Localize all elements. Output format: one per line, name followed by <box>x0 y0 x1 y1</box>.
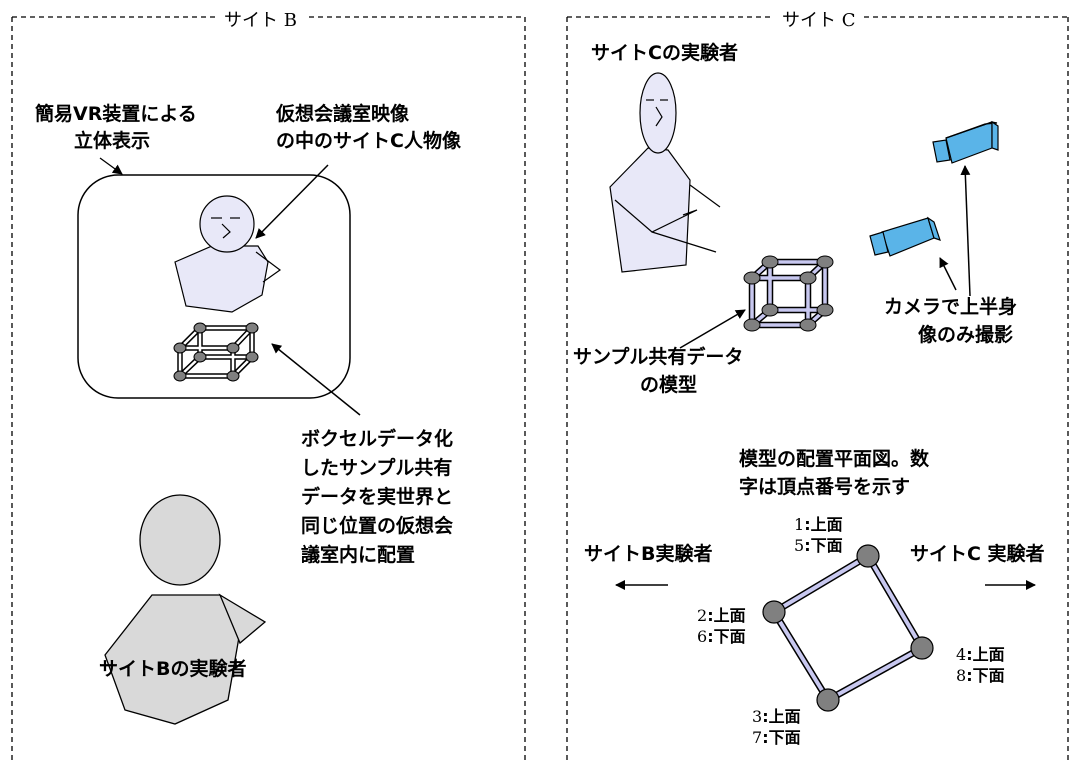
vertex-number: 3 <box>752 707 763 726</box>
vertex-face-bottom: :下面 <box>762 728 801 747</box>
virtual-label-line1: 仮想会議室映像 <box>276 103 410 125</box>
voxel-label-line: したサンプル共有 <box>301 457 453 479</box>
virtual-voxel-cube <box>173 322 259 382</box>
arrow-to-model <box>679 309 746 349</box>
arrow-to-voxel <box>271 343 361 416</box>
vertex-number: 8 <box>956 666 967 685</box>
voxel-label-line: 同じ位置の仮想会 <box>301 515 454 537</box>
physical-model-cube <box>743 255 834 332</box>
model-label-line2: の模型 <box>640 374 698 396</box>
site-b-title: サイト B <box>216 6 305 32</box>
virtual-person-c <box>174 195 282 313</box>
plan-vertex-1 <box>856 544 880 568</box>
camera-label-line1: カメラで上半身 <box>884 296 1018 318</box>
panel-site-c-border <box>566 16 1069 761</box>
right-direction-label: サイトC 実験者 <box>910 543 1045 565</box>
plan-title-line1: 模型の配置平面図。数 <box>739 448 930 470</box>
vr-label-line1: 簡易VR装置による <box>35 103 197 125</box>
plan-vertex-3 <box>816 688 840 712</box>
voxel-label-line: データを実世界と <box>301 486 454 508</box>
vertex-label-2: 2:上面 6:下面 <box>697 605 746 647</box>
voxel-label-line: 議室内に配置 <box>301 544 416 566</box>
vertex-number: 5 <box>794 536 805 555</box>
camera-upper <box>932 120 999 164</box>
vertex-number: 1 <box>794 515 805 534</box>
vertex-number: 6 <box>697 627 708 646</box>
arrow-to-vr-frame <box>99 157 123 175</box>
vertex-number: 7 <box>752 728 763 747</box>
vertex-face-top: :上面 <box>804 515 843 534</box>
site-b-experimenter-label: サイトBの実験者 <box>99 658 247 680</box>
plan-view-square <box>762 544 934 712</box>
left-direction-label: サイトB実験者 <box>584 543 713 565</box>
vertex-label-3: 3:上面 7:下面 <box>752 706 801 748</box>
site-c-experimenter-label: サイトCの実験者 <box>591 42 738 64</box>
vertex-number: 2 <box>697 606 708 625</box>
plan-title-line2: 字は頂点番号を示す <box>739 476 911 498</box>
vertex-face-top: :上面 <box>762 707 801 726</box>
plan-vertex-2 <box>762 600 786 624</box>
camera-lower <box>869 216 941 257</box>
virtual-label-line2: の中のサイトC人物像 <box>276 130 461 152</box>
vertex-face-top: :上面 <box>707 606 746 625</box>
vertex-face-bottom: :下面 <box>804 536 843 555</box>
person-site-b <box>104 494 267 725</box>
arrow-to-lower-camera <box>939 257 957 291</box>
person-site-c <box>609 72 721 273</box>
site-c-title: サイト C <box>774 6 864 32</box>
arrow-to-upper-camera <box>960 165 971 297</box>
arrow-to-virtual-person <box>255 164 329 239</box>
vertex-number: 4 <box>956 645 967 664</box>
plan-vertex-4 <box>910 636 934 660</box>
vertex-label-4: 4:上面 8:下面 <box>956 644 1005 686</box>
model-label-line1: サンプル共有データ <box>573 346 744 368</box>
vertex-face-bottom: :下面 <box>707 627 746 646</box>
vertex-face-bottom: :下面 <box>966 666 1005 685</box>
voxel-label-line: ボクセルデータ化 <box>301 428 454 450</box>
vertex-label-1: 1:上面 5:下面 <box>794 514 843 556</box>
camera-label-line2: 像のみ撮影 <box>918 324 1014 346</box>
vertex-face-top: :上面 <box>966 645 1005 664</box>
vr-label-line2: 立体表示 <box>74 130 151 152</box>
vr-display-frame <box>77 174 351 399</box>
